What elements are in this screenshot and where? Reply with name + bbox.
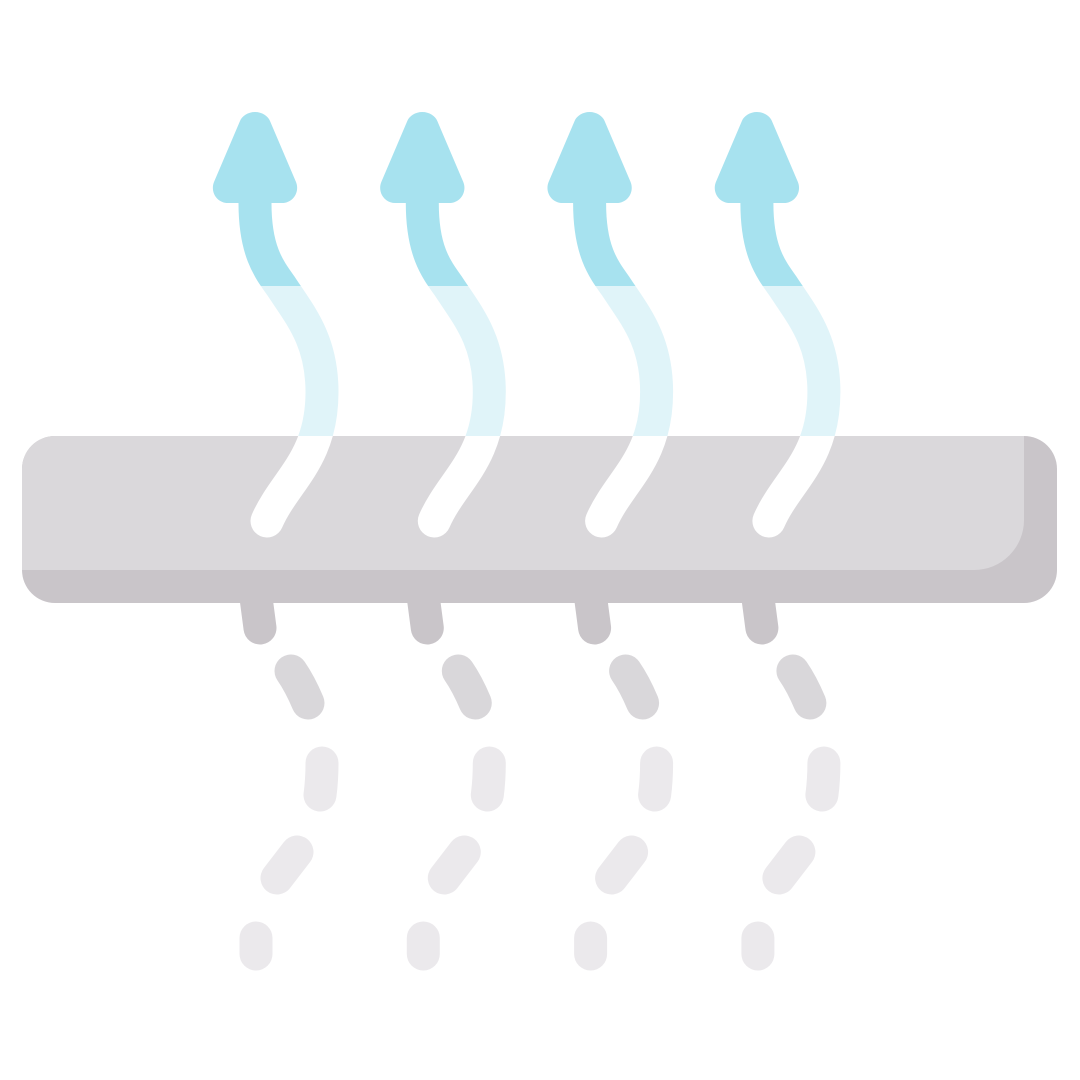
drip-dash — [595, 835, 649, 895]
drip-dash — [470, 746, 506, 812]
drip-dash — [260, 835, 314, 895]
drip-dash — [776, 654, 827, 720]
arrow-stem-middle — [762, 286, 841, 436]
heat-arrow — [380, 112, 506, 538]
drip-dash — [805, 746, 841, 812]
drip-dash — [441, 654, 492, 720]
arrow-stem-upper — [405, 202, 469, 286]
arrow-stem-lower — [417, 436, 500, 538]
drip-trail — [238, 573, 339, 971]
heater-panel — [22, 436, 1057, 603]
heat-arrow — [547, 112, 674, 538]
drip-dash — [274, 654, 325, 720]
drip-dash — [303, 746, 339, 812]
arrow-stem-middle — [595, 286, 674, 436]
drip-trail — [573, 573, 674, 971]
drip-trail — [405, 573, 506, 971]
arrow-head-icon — [714, 112, 800, 203]
heater-panel-face — [22, 436, 1024, 570]
drip-trails — [238, 573, 841, 971]
heat-arrow — [714, 112, 841, 538]
drip-dash — [638, 746, 674, 812]
arrow-head-icon — [212, 112, 298, 203]
heat-arrows — [212, 112, 841, 538]
drip-dash — [762, 835, 816, 895]
heat-arrow — [212, 112, 339, 538]
arrow-stem-middle — [428, 286, 506, 436]
arrow-head-icon — [380, 112, 465, 203]
arrow-stem-lower — [250, 436, 333, 538]
arrow-head-icon — [547, 112, 632, 203]
arrow-stem-lower — [585, 436, 668, 538]
arrow-stem-middle — [260, 286, 339, 436]
arrow-stem-lower — [752, 436, 835, 538]
arrow-stem-upper — [740, 202, 803, 286]
drip-dash — [427, 835, 481, 895]
arrow-stem-upper — [573, 202, 636, 286]
drip-trail — [740, 573, 841, 971]
drip-dash — [609, 654, 660, 720]
arrow-stem-upper — [238, 202, 301, 286]
